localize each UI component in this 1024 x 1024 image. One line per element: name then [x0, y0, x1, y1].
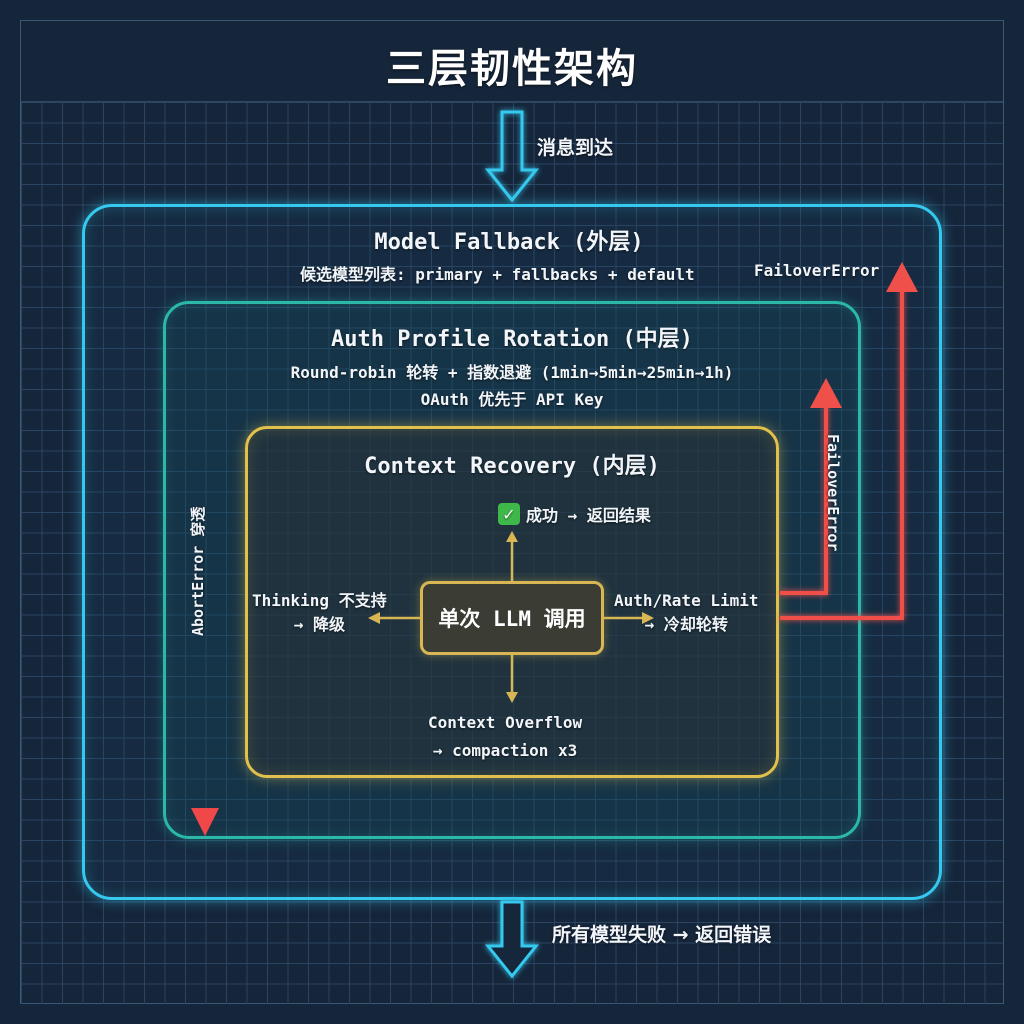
diagram-title: 三层韧性架构: [386, 46, 638, 92]
check-mark-icon: ✓: [498, 503, 520, 525]
branch-thinking-line-2: → 降级: [293, 615, 345, 634]
exit-label: 所有模型失败 → 返回错误: [552, 924, 772, 946]
middle-layer-title: Auth Profile Rotation (中层): [331, 327, 693, 352]
branch-success-label: 成功 → 返回结果: [526, 506, 651, 525]
branch-context-overflow: Context Overflow → compaction x3: [428, 709, 582, 765]
abort-error-label: AbortError 穿透: [189, 506, 207, 636]
branch-auth-rate: Auth/Rate Limit → 冷却轮转: [614, 589, 759, 637]
branch-auth-rate-line-2: → 冷却轮转: [644, 615, 728, 634]
outer-failover-label: FailoverError: [754, 261, 880, 280]
middle-failover-label: FailoverError: [824, 434, 842, 552]
outer-layer-title: Model Fallback (外层): [374, 230, 644, 255]
llm-call-box: 单次 LLM 调用: [420, 581, 604, 655]
inner-layer-title: Context Recovery (内层): [364, 454, 660, 479]
middle-layer-line-2: OAuth 优先于 API Key: [420, 390, 604, 409]
middle-layer-line-1: Round-robin 轮转 + 指数退避 (1min→5min→25min→1…: [290, 363, 734, 382]
branch-auth-rate-line-1: Auth/Rate Limit: [614, 591, 759, 610]
outer-layer-subtitle: 候选模型列表: primary + fallbacks + default: [300, 265, 695, 284]
branch-overflow-line-2: → compaction x3: [432, 741, 578, 760]
branch-thinking: Thinking 不支持 → 降级: [252, 589, 387, 637]
branch-thinking-line-1: Thinking 不支持: [252, 591, 387, 610]
branch-success: ✓ 成功 → 返回结果: [498, 502, 651, 526]
entry-label: 消息到达: [537, 137, 614, 159]
branch-overflow-line-1: Context Overflow: [428, 713, 583, 732]
